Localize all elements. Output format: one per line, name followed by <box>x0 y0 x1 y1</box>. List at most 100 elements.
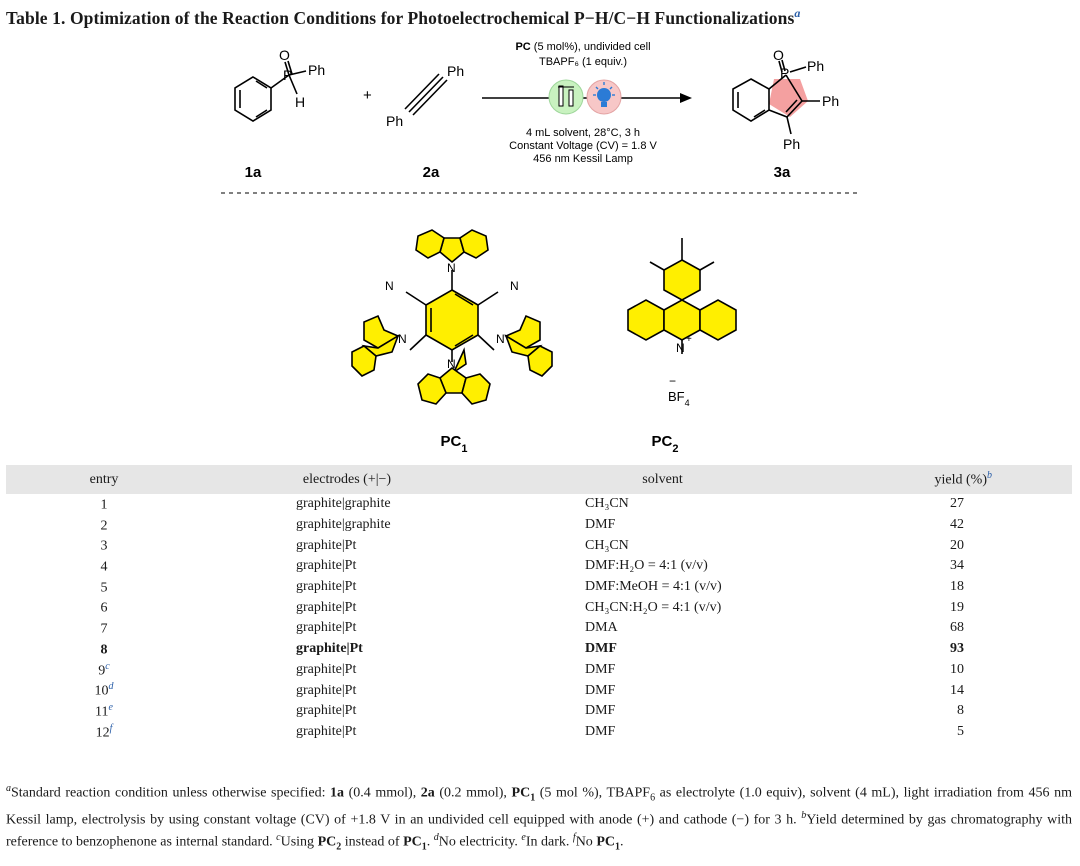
table-row: 12f graphite|Pt DMF 5 <box>6 722 1072 743</box>
solvent-cell: DMF <box>585 641 617 657</box>
label-1a: 1a <box>245 164 262 181</box>
table-row: 1 graphite|graphite CH₃CN 27 <box>6 494 1072 515</box>
table-row: 4 graphite|Pt DMF:H₂O = 4:1 (v/v) 34 <box>6 556 1072 577</box>
table-header-row: entry electrodes (+|−) solvent yield (%)… <box>6 465 1072 494</box>
entry-cell: 10d <box>94 681 114 699</box>
solvent-cell: DMA <box>585 620 618 636</box>
hydrogen-1a: H <box>295 94 305 110</box>
svg-text:N: N <box>510 279 519 293</box>
svg-text:N: N <box>447 261 456 275</box>
entry-cell: 4 <box>100 559 108 575</box>
oxygen-3a: O <box>773 47 784 63</box>
svg-text:N: N <box>385 279 394 293</box>
solvent-cell: DMF <box>585 703 616 719</box>
yield-cell: 19 <box>950 599 964 615</box>
table-row: 8 graphite|Pt DMF 93 <box>6 639 1072 660</box>
svg-text:Ph: Ph <box>783 136 800 152</box>
yield-cell: 18 <box>950 579 964 595</box>
compound-2a <box>404 73 448 116</box>
table-row: 6 graphite|Pt CH₃CN:H₂O = 4:1 (v/v) 19 <box>6 597 1072 618</box>
svg-text:BF4: BF4 <box>668 389 690 408</box>
entry-cell: 7 <box>100 621 108 637</box>
yield-cell: 27 <box>950 496 964 512</box>
electrodes-cell: graphite|Pt <box>296 620 357 636</box>
entry-cell: 6 <box>100 601 108 617</box>
phosphorus-1a: P <box>283 67 292 83</box>
header-entry: entry <box>89 471 119 487</box>
entry-cell: 12f <box>95 722 113 741</box>
solvent-cell: DMF:H₂O = 4:1 (v/v) <box>585 558 708 574</box>
solvent-cell: CH₃CN <box>585 496 629 512</box>
entry-cell: 2 <box>100 518 108 534</box>
yield-cell: 5 <box>957 723 964 739</box>
svg-text:Ph: Ph <box>807 58 824 74</box>
solvent-cell: DMF:MeOH = 4:1 (v/v) <box>585 579 722 595</box>
solvent-cell: CH₃CN:H₂O = 4:1 (v/v) <box>585 599 722 615</box>
table-footnotes: aStandard reaction condition unless othe… <box>6 783 1072 852</box>
electrodes-cell: graphite|Pt <box>296 558 357 574</box>
electrodes-cell: graphite|graphite <box>296 517 391 533</box>
phenyl-2a-top: Ph <box>447 63 464 79</box>
phenyl-1a: Ph <box>308 62 325 78</box>
electrodes-cell: graphite|Pt <box>296 599 357 615</box>
compound-1a <box>234 60 307 122</box>
oxygen-1a: O <box>279 47 290 63</box>
electrode-icon <box>548 79 584 115</box>
yield-cell: 10 <box>950 661 964 677</box>
phenyl-2a-bottom: Ph <box>386 113 403 129</box>
table-title: Table 1. Optimization of the Reaction Co… <box>6 6 801 28</box>
electrodes-cell: graphite|Pt <box>296 723 357 739</box>
electrodes-cell: graphite|Pt <box>296 703 357 719</box>
svg-text:PC (5 mol%), undivided cell: PC (5 mol%), undivided cell <box>515 41 650 53</box>
svg-text:−: − <box>669 374 676 388</box>
svg-text:N: N <box>398 332 407 346</box>
pc1-structure <box>351 229 553 405</box>
svg-text:N: N <box>447 357 456 371</box>
yield-cell: 93 <box>950 641 964 657</box>
pc1-label: PC1 <box>441 433 468 455</box>
electrodes-cell: graphite|Pt <box>296 537 357 553</box>
header-yield: yield (%)b <box>934 470 992 488</box>
header-solvent: solvent <box>642 471 683 487</box>
compound-3a <box>732 59 820 135</box>
electrodes-cell: graphite|Pt <box>296 682 357 698</box>
pc2-structure <box>627 238 737 354</box>
table-row: 9c graphite|Pt DMF 10 <box>6 660 1072 681</box>
label-2a: 2a <box>423 164 440 181</box>
yield-cell: 8 <box>957 703 964 719</box>
plus-sign: + <box>363 87 372 104</box>
entry-cell: 5 <box>100 580 108 596</box>
solvent-cell: DMF <box>585 661 616 677</box>
svg-text:Ph: Ph <box>822 93 839 109</box>
electrodes-cell: graphite|Pt <box>296 661 357 677</box>
entry-cell: 9c <box>98 660 110 679</box>
reaction-scheme: O P Ph H 1a + Ph Ph 2a PC (5 mol%), undi… <box>221 41 858 455</box>
yield-cell: 20 <box>950 537 964 553</box>
electrodes-cell: graphite|Pt <box>296 579 357 595</box>
electrodes-cell: graphite|graphite <box>296 496 391 512</box>
svg-text:TBAPF₆ (1 equiv.): TBAPF₆ (1 equiv.) <box>539 56 627 68</box>
yield-cell: 34 <box>950 558 964 574</box>
yield-cell: 42 <box>950 517 964 533</box>
table-row: 5 graphite|Pt DMF:MeOH = 4:1 (v/v) 18 <box>6 577 1072 598</box>
svg-text:N: N <box>676 341 685 355</box>
table-row: 7 graphite|Pt DMA 68 <box>6 618 1072 639</box>
optimization-table: entry electrodes (+|−) solvent yield (%)… <box>6 465 1072 742</box>
svg-text:Constant Voltage (CV) = 1.8 V: Constant Voltage (CV) = 1.8 V <box>509 140 657 152</box>
electrodes-cell: graphite|Pt <box>296 641 363 657</box>
label-3a: 3a <box>774 164 791 181</box>
solvent-cell: DMF <box>585 723 616 739</box>
entry-cell: 1 <box>100 497 108 513</box>
entry-cell: 3 <box>100 539 108 555</box>
svg-text:4 mL solvent, 28°C, 3 h: 4 mL solvent, 28°C, 3 h <box>526 127 640 139</box>
svg-text:+: + <box>686 334 692 345</box>
entry-cell: 8 <box>100 642 108 658</box>
yield-cell: 68 <box>950 620 964 636</box>
pc2-label: PC2 <box>652 433 679 455</box>
phosphorus-3a: P <box>780 65 789 81</box>
yield-cell: 14 <box>950 682 964 698</box>
